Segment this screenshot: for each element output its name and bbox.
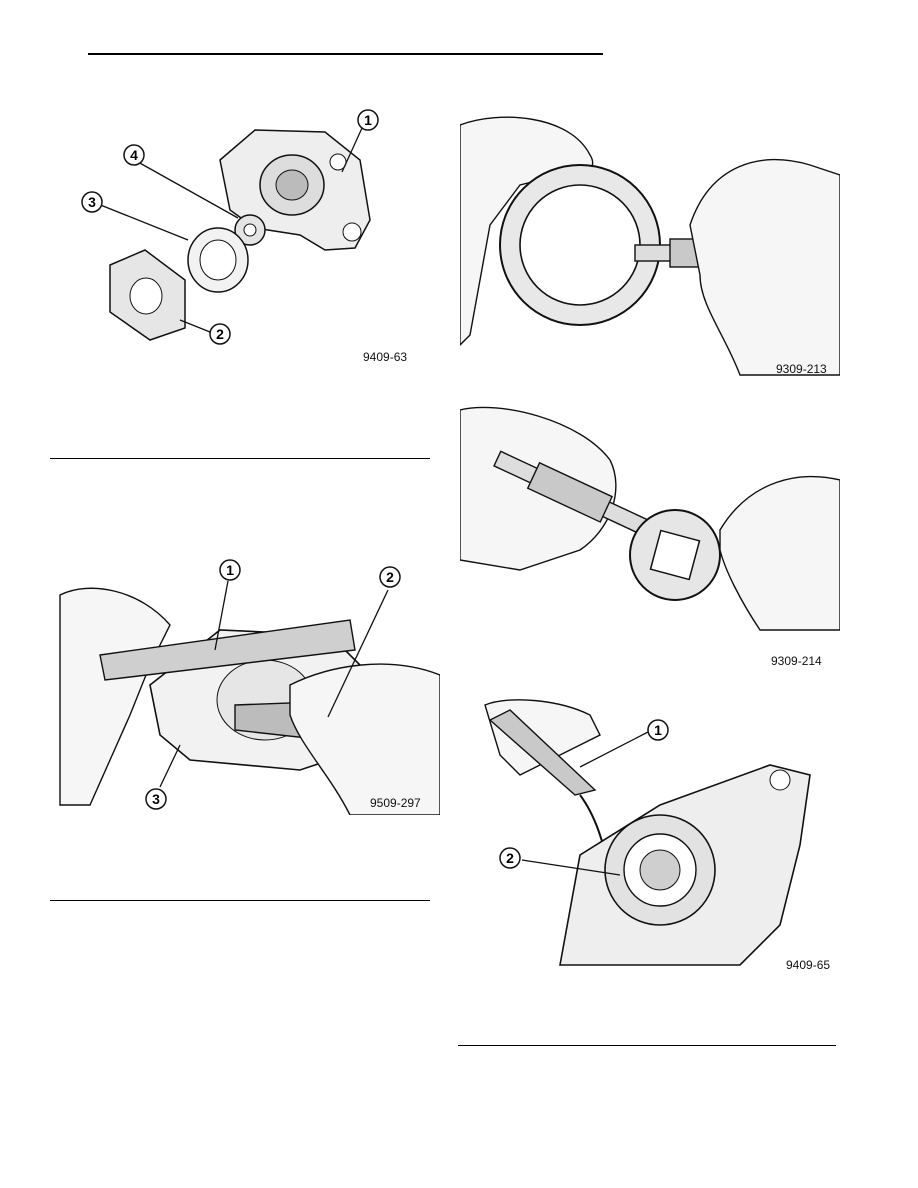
callout-1: 1: [647, 719, 669, 741]
callout-3: 3: [145, 788, 167, 810]
outer-rotor-check-illustration: [460, 116, 840, 376]
callout-2: 2: [499, 847, 521, 869]
figure-outer-rotor-check: [460, 105, 840, 380]
callout-1: 1: [357, 109, 379, 131]
callout-2: 2: [379, 566, 401, 588]
svg-text:1: 1: [654, 722, 662, 738]
cover-flatness-check-illustration: 1 2 3: [59, 559, 440, 815]
svg-text:2: 2: [216, 326, 224, 342]
section-rule: [50, 458, 430, 459]
svg-text:2: 2: [506, 850, 514, 866]
svg-text:3: 3: [152, 791, 160, 807]
svg-text:4: 4: [130, 147, 138, 163]
header-rule: [88, 53, 603, 55]
section-rule: [458, 1045, 836, 1046]
svg-text:3: 3: [88, 194, 96, 210]
rotor-clearance-check-illustration: 1 2: [484, 699, 811, 966]
figure-code: 9309-214: [771, 654, 822, 668]
svg-text:1: 1: [364, 112, 372, 128]
figure-code: 9309-213: [776, 362, 827, 376]
svg-text:2: 2: [386, 569, 394, 585]
section-rule: [50, 900, 430, 901]
figure-rotor-clearance-check: 1 2: [480, 695, 840, 975]
figure-code: 9509-297: [370, 796, 421, 810]
callout-1: 1: [219, 559, 241, 581]
callout-2: 2: [209, 323, 231, 345]
oil-pump-exploded-illustration: 1 4 3 2: [81, 109, 379, 345]
figure-cover-flatness-check: 1 2 3: [50, 555, 440, 815]
figure-code: 9409-63: [363, 350, 408, 364]
inner-rotor-check-illustration: [460, 406, 840, 631]
callout-3: 3: [81, 191, 103, 213]
figure-oil-pump-exploded: 1 4 3 2: [70, 100, 430, 380]
callout-4: 4: [123, 144, 145, 166]
figure-code: 9409-65: [786, 958, 831, 972]
svg-text:1: 1: [226, 562, 234, 578]
figure-inner-rotor-check: [460, 400, 840, 640]
